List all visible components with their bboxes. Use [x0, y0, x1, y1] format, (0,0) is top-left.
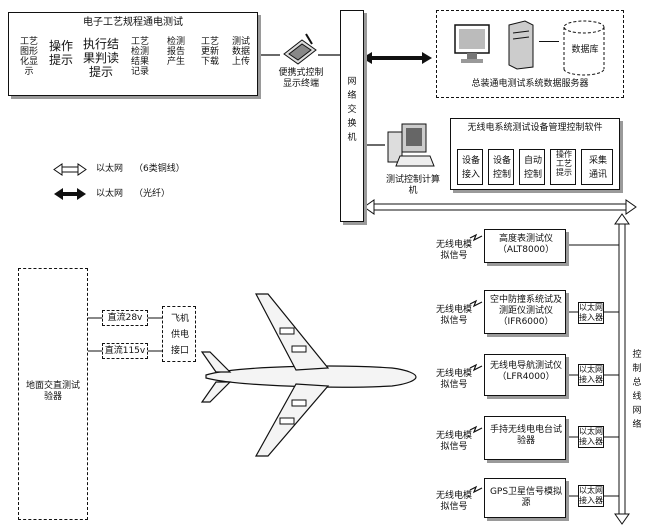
signal-label-5: 无线电模拟信号 [432, 491, 476, 513]
server-tower-icon [505, 19, 535, 71]
dc115-label: 直流115v [103, 346, 147, 357]
process-box: 电子工艺规程通电测试 工艺图形化显示 操作提示 执行结果判读提示 工艺检测结果记… [8, 12, 258, 96]
control-software-title: 无线电系统测试设备管理控制软件 [451, 123, 619, 134]
legend-copper-note: （6类铜线） [134, 164, 214, 175]
signal-label-4: 无线电模拟信号 [432, 431, 476, 453]
control-software-box: 无线电系统测试设备管理控制软件 设备接入 设备控制 自动控制 操作工艺提示 采集… [450, 118, 620, 190]
server-db-link [539, 41, 559, 42]
db-label: 数据库 [565, 45, 605, 56]
computer-icon [386, 122, 438, 172]
instrument-alt8000: 高度表测试仪（ALT8000） [484, 229, 566, 263]
col-data-upload: 测试数据上传 [231, 37, 251, 67]
eth-adapter-3: 以太网接入器 [578, 364, 604, 386]
dc28-box: 直流28v [102, 310, 148, 326]
legend-solid-arrow [54, 188, 86, 200]
control-bus-label: 控制总线网络 [630, 348, 644, 432]
col-graphic-display: 工艺图形化显示 [17, 37, 41, 77]
aircraft-port-label: 飞机供电接口 [167, 311, 193, 359]
monitor-icon [453, 23, 493, 67]
cell-operation-hint: 操作工艺提示 [550, 149, 576, 185]
server-box: 数据库 总装通电测试系统数据服务器 [436, 10, 624, 98]
instrument-ifr6000: 空中防撞系统试及测距仪测试仪（IFR6000） [484, 290, 566, 334]
instrument-handheld-radio: 手持无线电电台试验器 [484, 416, 566, 460]
col-result-record: 工艺检测结果记录 [127, 37, 153, 77]
aircraft-icon [196, 290, 420, 460]
legend-copper-label: 以太网 [96, 164, 136, 175]
col-update-download: 工艺更新下载 [197, 37, 223, 67]
cell-device-control: 设备控制 [488, 149, 514, 185]
signal-label-2: 无线电模拟信号 [432, 305, 476, 327]
instrument-lfr4000: 无线电导航测试仪（LFR4000） [484, 354, 566, 396]
eth-adapter-4: 以太网接入器 [578, 426, 604, 448]
ground-tester-box: 地面交直测试验器 [18, 268, 88, 520]
dc28-label: 直流28v [103, 313, 147, 324]
network-switch-label: 网络交换机 [345, 75, 359, 145]
control-pc-label: 测试控制计算机 [384, 175, 442, 197]
server-caption: 总装通电测试系统数据服务器 [437, 79, 623, 90]
tablet-icon [280, 30, 320, 66]
col-report-gen: 检测报告产生 [163, 37, 189, 67]
network-switch: 网络交换机 [340, 10, 364, 222]
legend-hollow-arrow [54, 164, 86, 175]
cell-auto-control: 自动控制 [519, 149, 545, 185]
signal-label-3: 无线电模拟信号 [432, 369, 476, 391]
cell-device-access: 设备接入 [457, 149, 483, 185]
signal-label-1: 无线电模拟信号 [432, 240, 476, 262]
eth-adapter-5: 以太网接入器 [578, 485, 604, 507]
aircraft-port-box: 飞机供电接口 [162, 306, 196, 362]
eth-adapter-2: 以太网接入器 [578, 302, 604, 324]
instrument-gps-sim: GPS卫星信号模拟源 [484, 478, 566, 518]
process-box-title: 电子工艺规程通电测试 [9, 17, 257, 28]
legend-fiber-label: 以太网 [96, 189, 136, 200]
portable-terminal-label: 便携式控制显示终端 [275, 68, 327, 90]
ground-tester-label: 地面交直测试验器 [23, 381, 83, 403]
dc115-box: 直流115v [102, 343, 148, 359]
col-result-judge: 执行结果判读提示 [81, 37, 121, 79]
legend-fiber-note: （光纤） [134, 189, 214, 200]
col-operation-hint: 操作提示 [49, 39, 73, 67]
cell-acquisition: 采集通讯 [581, 149, 613, 185]
